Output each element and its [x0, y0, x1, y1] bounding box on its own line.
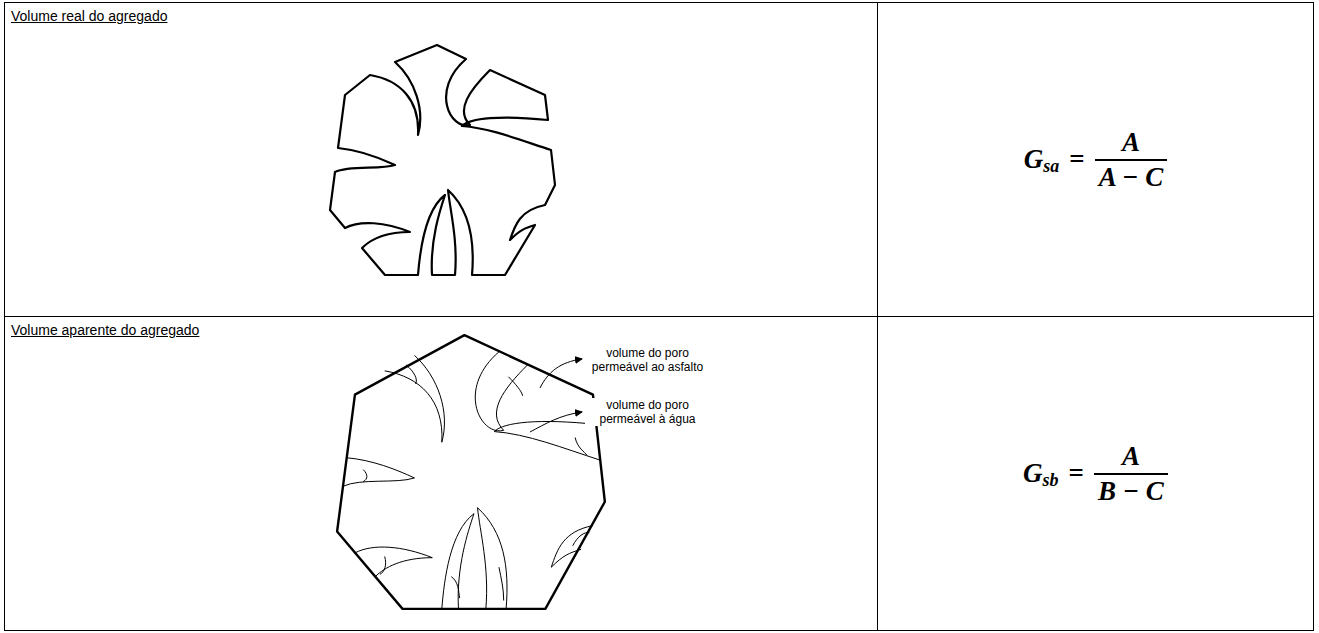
formula: Gsa = AA − C — [1024, 127, 1167, 193]
real-volume-outline — [330, 45, 555, 275]
callout-label: volume do poro permeável à água — [585, 398, 710, 426]
cell-title: Volume real do agregado — [11, 8, 167, 24]
table-cell: Volume aparente do agregado — [4, 316, 878, 631]
formula: Gsb = AB − C — [1023, 441, 1168, 507]
cell-title: Volume aparente do agregado — [11, 322, 199, 338]
equals-sign: = — [1069, 144, 1084, 175]
numerator: A — [1095, 127, 1167, 161]
equals-sign: = — [1069, 458, 1084, 489]
callout-leader — [540, 359, 582, 388]
symbol: G — [1024, 144, 1044, 175]
subscript: sa — [1043, 156, 1059, 177]
fraction: AB − C — [1094, 441, 1168, 507]
symbol: G — [1023, 458, 1043, 489]
apparent-volume-outline — [337, 335, 605, 609]
formula-cell: Gsb = AB − C — [877, 316, 1314, 631]
subscript: sb — [1043, 470, 1059, 491]
callout-label: volume do poro permeável ao asfalto — [585, 346, 710, 374]
formula-cell: Gsa = AA − C — [877, 2, 1314, 317]
fraction: AA − C — [1095, 127, 1167, 193]
asphalt-pore-boundary — [363, 365, 589, 601]
denominator: B − C — [1094, 475, 1168, 507]
denominator: A − C — [1095, 161, 1167, 193]
numerator: A — [1094, 441, 1168, 475]
callout-leader — [530, 412, 582, 432]
table-cell: Volume real do agregado — [4, 2, 878, 317]
pore-lines — [343, 352, 600, 609]
